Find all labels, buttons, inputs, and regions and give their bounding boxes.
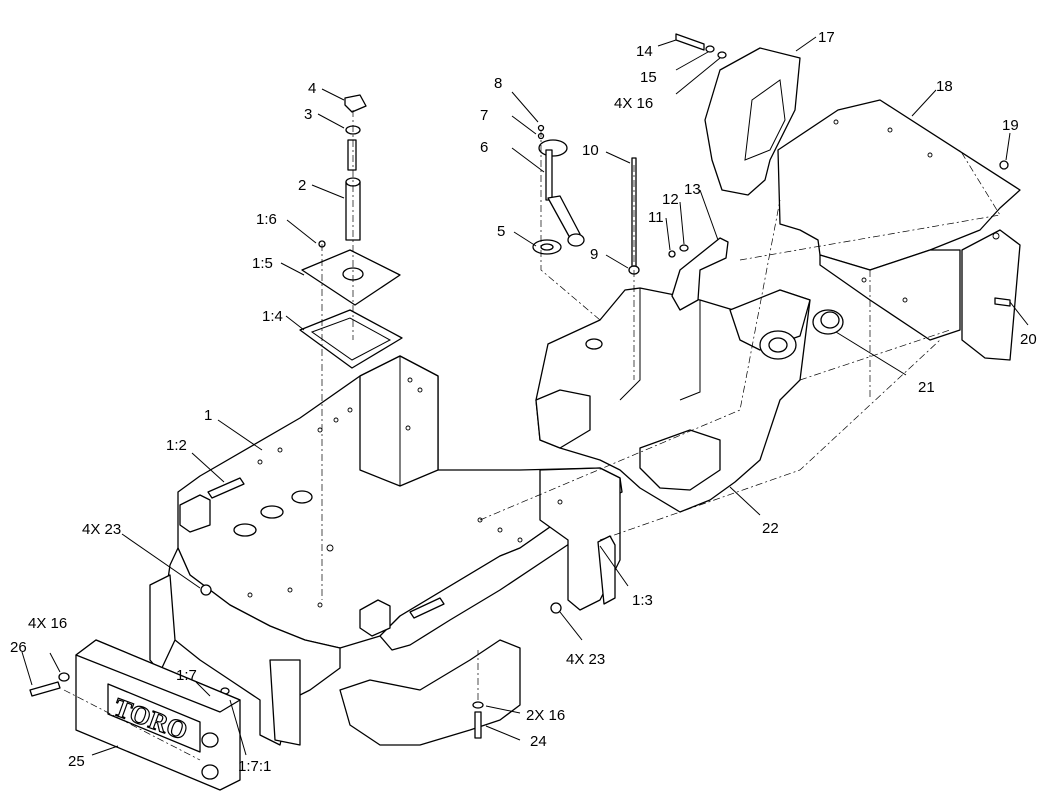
callout-2x16: 2X 16 xyxy=(526,707,565,724)
main-frame xyxy=(149,355,623,746)
callout-20: 20 xyxy=(1020,331,1037,348)
leader-lines xyxy=(21,36,1029,756)
armrest-panel xyxy=(704,47,801,196)
callout-1-7-1: 1:7:1 xyxy=(238,758,271,775)
callout-19: 19 xyxy=(1002,117,1019,134)
callout-6: 6 xyxy=(480,139,488,156)
frame-holes xyxy=(247,377,563,608)
callout-9: 9 xyxy=(590,246,598,263)
callout-4x16-left: 4X 16 xyxy=(28,615,67,632)
callout-4x23-right: 4X 23 xyxy=(566,651,605,668)
callout-1-3: 1:3 xyxy=(632,592,653,609)
callout-26: 26 xyxy=(10,639,27,656)
callout-1-2: 1:2 xyxy=(166,437,187,454)
callout-5: 5 xyxy=(497,223,505,240)
callout-4: 4 xyxy=(308,80,316,97)
callout-7: 7 xyxy=(480,107,488,124)
callout-1-7: 1:7 xyxy=(176,667,197,684)
center-lines xyxy=(63,110,1001,761)
weight-plate: TORO xyxy=(75,639,241,791)
fuel-sender xyxy=(532,124,585,255)
callout-4x23-left: 4X 23 xyxy=(82,521,121,538)
callout-21: 21 xyxy=(918,379,935,396)
callout-1-5: 1:5 xyxy=(252,255,273,272)
bracket-13 xyxy=(671,237,729,311)
callout-22: 22 xyxy=(762,520,779,537)
callout-labels: 4 3 2 1:6 1:5 1:4 1 1:2 4X 23 8 7 6 5 10… xyxy=(10,29,1037,775)
callout-24: 24 xyxy=(530,733,547,750)
callout-4x16-top: 4X 16 xyxy=(614,95,653,112)
callout-12: 12 xyxy=(662,191,679,208)
callout-8: 8 xyxy=(494,75,502,92)
callout-18: 18 xyxy=(936,78,953,95)
callout-2: 2 xyxy=(298,177,306,194)
callout-25: 25 xyxy=(68,753,85,770)
callout-10: 10 xyxy=(582,142,599,159)
fuel-tank xyxy=(535,287,811,513)
fuel-cap xyxy=(812,309,844,335)
callout-14: 14 xyxy=(636,43,653,60)
callout-1-6: 1:6 xyxy=(256,211,277,228)
callout-1: 1 xyxy=(204,407,212,424)
filler-neck-stack xyxy=(299,94,403,369)
callout-3: 3 xyxy=(304,106,312,123)
callout-15: 15 xyxy=(640,69,657,86)
callout-1-4: 1:4 xyxy=(262,308,283,325)
seat-bracket xyxy=(777,99,1021,361)
callout-13: 13 xyxy=(684,181,701,198)
callout-11: 11 xyxy=(648,209,664,226)
callout-17: 17 xyxy=(818,29,835,46)
